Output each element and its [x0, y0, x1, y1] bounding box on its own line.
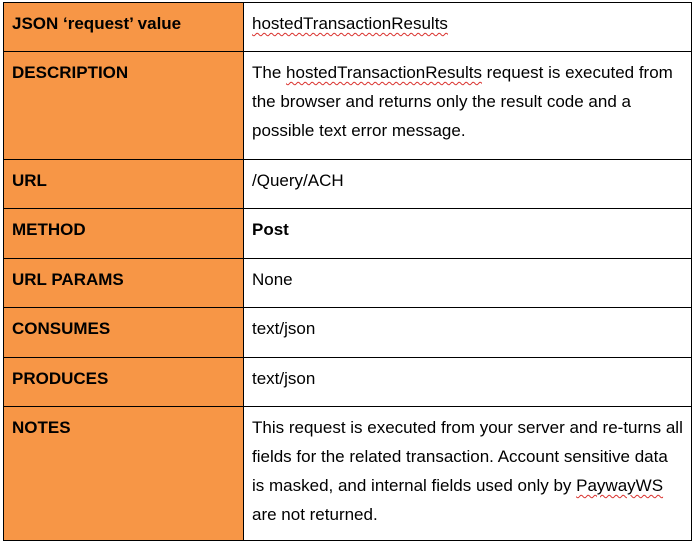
table-row-method: METHOD Post [3, 208, 692, 259]
table-row-url-params: URL PARAMS None [3, 258, 692, 308]
method-value: Post [243, 208, 692, 259]
request-value-text: hostedTransactionResults [252, 14, 448, 33]
url-params-key: URL PARAMS [3, 258, 244, 308]
url-key: URL [3, 159, 244, 209]
table-row-request-value: JSON ‘request’ value hostedTransactionRe… [3, 2, 692, 52]
description-text-end: request is executed from the browser and… [252, 63, 673, 140]
produces-value: text/json [243, 357, 692, 407]
description-key: DESCRIPTION [3, 51, 244, 160]
notes-value: This request is executed from your serve… [243, 406, 692, 541]
request-value-value: hostedTransactionResults [243, 2, 692, 52]
description-value: The hostedTransactionResults request is … [243, 51, 692, 160]
method-key: METHOD [3, 208, 244, 259]
produces-key: PRODUCES [3, 357, 244, 407]
table-row-description: DESCRIPTION The hostedTransactionResults… [3, 51, 692, 160]
notes-payway-name: PaywayWS [576, 476, 664, 495]
table-row-url: URL /Query/ACH [3, 159, 692, 209]
table-row-consumes: CONSUMES text/json [3, 307, 692, 358]
table-row-notes: NOTES This request is executed from your… [3, 406, 692, 541]
notes-text-start: This request is executed from your serve… [252, 418, 683, 495]
url-params-value: None [243, 258, 692, 308]
api-spec-table: JSON ‘request’ value hostedTransactionRe… [3, 2, 692, 541]
table-row-produces: PRODUCES text/json [3, 357, 692, 407]
notes-text-end: are not returned. [252, 505, 378, 524]
url-value: /Query/ACH [243, 159, 692, 209]
description-text-start: The [252, 63, 287, 82]
request-value-key: JSON ‘request’ value [3, 2, 244, 52]
notes-key: NOTES [3, 406, 244, 541]
consumes-key: CONSUMES [3, 307, 244, 358]
description-request-name: hostedTransactionResults [286, 63, 482, 82]
consumes-value: text/json [243, 307, 692, 358]
